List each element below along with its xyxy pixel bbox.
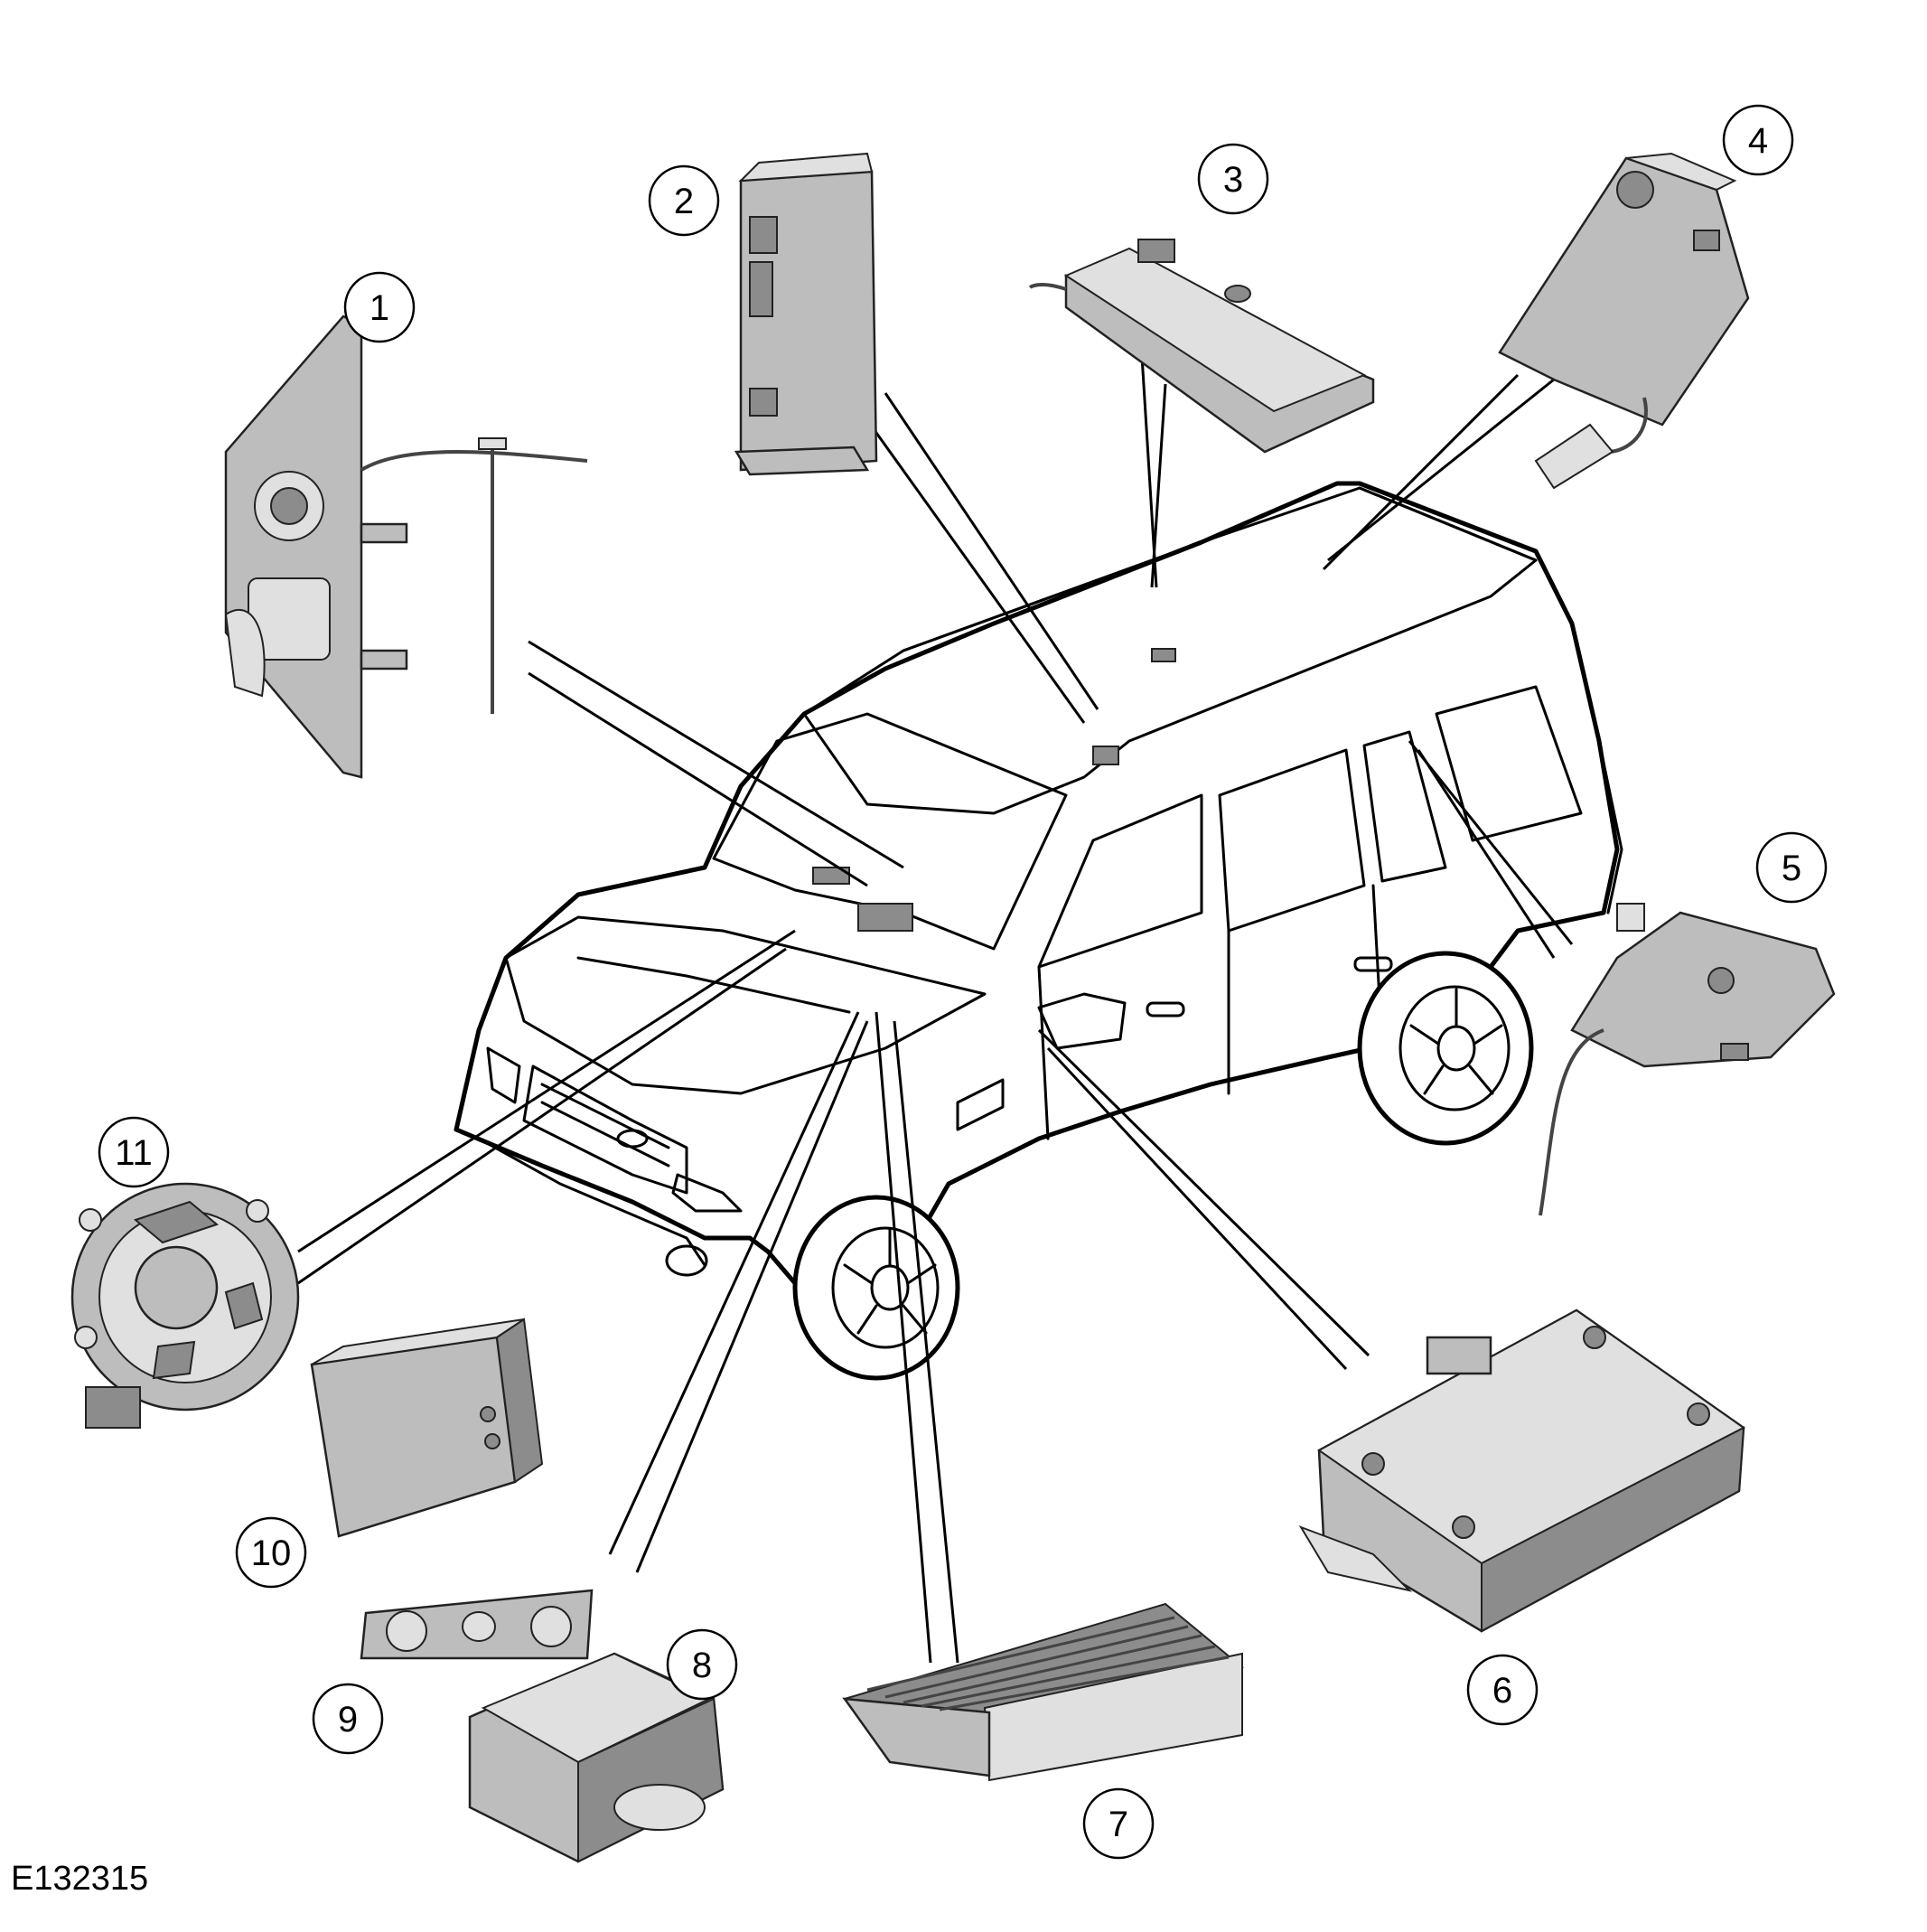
svg-text:5: 5: [1782, 849, 1801, 888]
svg-text:3: 3: [1223, 160, 1243, 200]
svg-text:4: 4: [1748, 121, 1768, 161]
svg-text:6: 6: [1492, 1671, 1512, 1711]
callout-5: 5: [1755, 831, 1828, 904]
callout-4: 4: [1722, 104, 1794, 176]
component-11-clockspring: [70, 1182, 300, 1429]
callout-9: 9: [312, 1683, 384, 1755]
callout-1: 1: [343, 271, 416, 343]
callout-6: 6: [1466, 1654, 1539, 1726]
callout-3: 3: [1197, 143, 1269, 215]
component-5-amplifier-unit: [1539, 903, 1836, 1216]
marker-dash-module: [857, 903, 913, 932]
svg-text:2: 2: [674, 182, 694, 221]
leader-lines: [297, 297, 1574, 1664]
svg-text:1: 1: [369, 288, 389, 328]
component-7-audio-amplifier: [842, 1602, 1244, 1782]
callout-10: 10: [235, 1516, 307, 1589]
component-9-climate-panel: [360, 1589, 594, 1660]
marker-roof-module: [1092, 746, 1119, 765]
svg-text:8: 8: [692, 1646, 712, 1685]
component-3-antenna-module: [1028, 239, 1375, 454]
component-6-infotainment-module: [1298, 1308, 1745, 1633]
component-1-steering-switch: [224, 314, 588, 779]
marker-roof-antenna: [1151, 648, 1176, 662]
component-10-small-module: [310, 1318, 544, 1538]
svg-text:11: 11: [115, 1133, 153, 1173]
callout-8: 8: [666, 1628, 738, 1701]
callout-11: 11: [98, 1116, 170, 1188]
svg-text:7: 7: [1108, 1805, 1128, 1844]
component-8-media-unit: [468, 1652, 725, 1863]
component-4-tuner-module: [1498, 152, 1750, 490]
callout-2: 2: [648, 164, 720, 237]
svg-text:10: 10: [251, 1533, 292, 1573]
component-2-control-module: [734, 152, 878, 476]
callout-7: 7: [1082, 1787, 1155, 1860]
figure-reference-code: E132315: [11, 1860, 149, 1898]
svg-text:9: 9: [338, 1700, 358, 1740]
amplifier-fins: [866, 1616, 1230, 1712]
vehicle-outline: [454, 481, 1623, 1381]
